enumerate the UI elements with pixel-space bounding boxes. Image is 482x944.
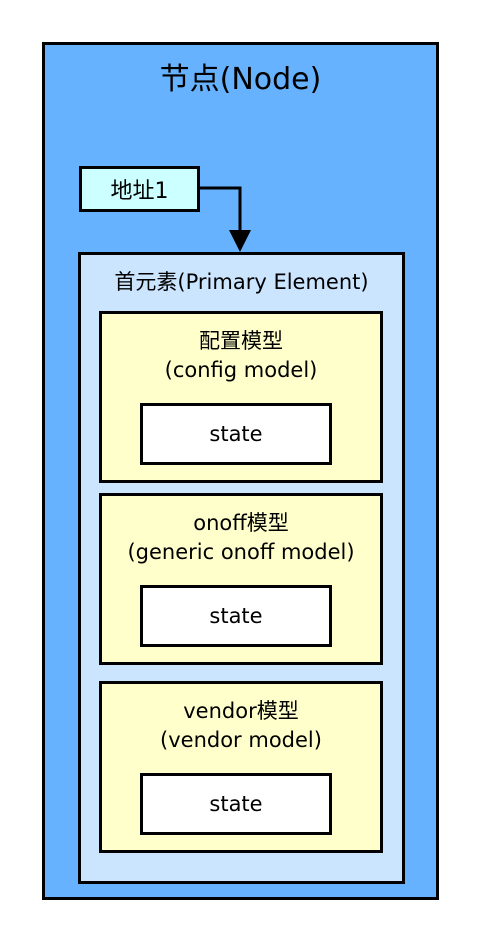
model-subtitle: (vendor model) [160,728,322,752]
onoff-model-box: onoff模型 (generic onoff model) state [99,493,383,665]
config-model-box: 配置模型 (config model) state [99,311,383,483]
primary-element-title: 首元素(Primary Element) [114,270,369,294]
state-label: state [209,792,263,816]
state-label: state [209,604,263,628]
model-name: onoff模型 [193,511,289,535]
state-label: state [209,422,263,446]
model-subtitle: (generic onoff model) [127,540,355,564]
vendor-model-box: vendor模型 (vendor model) state [99,681,383,853]
model-title: onoff模型 (generic onoff model) [102,509,380,567]
state-box: state [140,403,332,465]
model-title: vendor模型 (vendor model) [102,697,380,755]
state-box: state [140,585,332,647]
node-title: 节点(Node) [159,62,322,97]
model-name: vendor模型 [183,699,299,723]
address-label: 地址1 [110,179,169,204]
model-title: 配置模型 (config model) [102,327,380,385]
model-name: 配置模型 [199,329,283,353]
model-subtitle: (config model) [164,358,318,382]
address-box: 地址1 [79,166,200,212]
state-box: state [140,773,332,835]
